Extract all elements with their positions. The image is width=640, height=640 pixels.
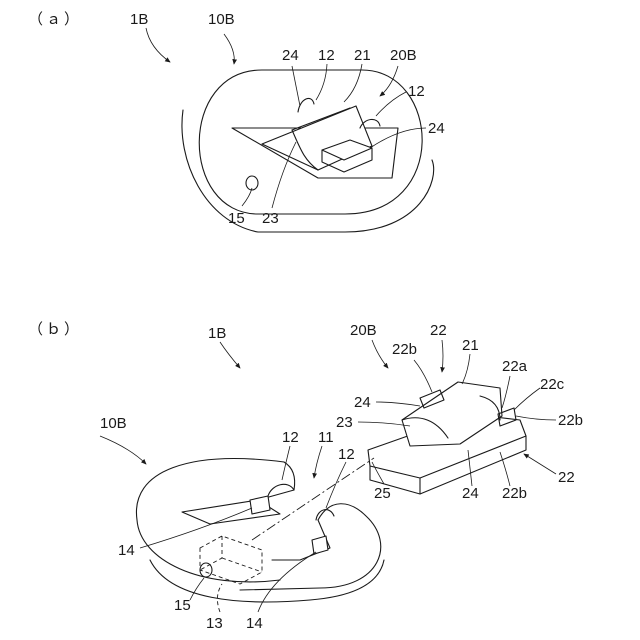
ref-24-top-a: 24 — [282, 47, 299, 64]
ref-10B-a: 10B — [208, 11, 235, 28]
panel-b: （ｂ） — [28, 320, 583, 632]
ref-22-top-b: 22 — [430, 322, 447, 339]
ref-22b-top-b: 22b — [392, 341, 417, 358]
arrow-1B-b — [220, 342, 240, 368]
ref-12-right-a: 12 — [408, 83, 425, 100]
leader-24-top-a — [292, 66, 300, 106]
block-20B-a — [262, 106, 372, 170]
leader-22a-b — [502, 376, 510, 408]
ref-10B-b: 10B — [100, 415, 127, 432]
ref-22c-b: 22c — [540, 376, 565, 393]
leader-24-left-b — [376, 402, 420, 406]
ref-24-left-b: 24 — [354, 394, 371, 411]
protrusion-12-top-a — [298, 98, 314, 112]
ref-22a-b: 22a — [502, 358, 528, 375]
leader-23-b — [358, 422, 410, 426]
leader-22b-top-b — [414, 360, 432, 392]
ref-11-b: 11 — [318, 429, 334, 446]
panel-a: （ａ） 1B 10B 24 12 21 20B — [28, 10, 445, 232]
arrow-10B-b — [100, 436, 146, 464]
ref-14-left-b: 14 — [118, 542, 135, 559]
ref-22b-right-b: 22b — [558, 412, 583, 429]
ref-12-mid-b: 12 — [338, 446, 355, 463]
leader-14-left-b — [140, 508, 252, 548]
ref-15-b: 15 — [174, 597, 191, 614]
ref-24-bottom-b: 24 — [462, 485, 479, 502]
hidden-member-13-b — [200, 536, 262, 584]
ref-12-top-a: 12 — [318, 47, 335, 64]
ref-1B-b: 1B — [208, 325, 226, 342]
ref-13-b: 13 — [206, 615, 223, 632]
panel-a-label: （ａ） — [28, 10, 82, 28]
ref-23-a: 23 — [262, 210, 279, 227]
ref-25-b: 25 — [374, 485, 391, 502]
arrow-20B-b — [372, 340, 388, 368]
panel-b-label: （ｂ） — [28, 320, 82, 338]
leader-12-mid-b — [326, 462, 346, 508]
leader-22b-right-b — [516, 416, 556, 420]
arrow-22-right-b — [524, 454, 556, 474]
hole-15-b — [200, 563, 212, 577]
ref-1B-a: 1B — [130, 11, 148, 28]
arrow-22-top-b — [442, 340, 443, 372]
slot-14-right-b — [312, 536, 328, 554]
leader-15-b — [190, 578, 204, 600]
ref-22b-bottom-b: 22b — [502, 485, 527, 502]
ref-23-b: 23 — [336, 414, 353, 431]
ref-21-a: 21 — [354, 47, 371, 64]
leader-14-bottom-b — [258, 552, 316, 612]
slot-14-left-b — [250, 496, 270, 514]
ref-14-bottom-b: 14 — [246, 615, 263, 632]
ref-21-b: 21 — [462, 337, 479, 354]
ref-24-right-a: 24 — [428, 120, 445, 137]
leader-12-left-b — [282, 446, 290, 480]
leader-22c-b — [514, 388, 540, 410]
ref-20B-a: 20B — [390, 47, 417, 64]
arrow-10B-a — [224, 34, 234, 64]
ref-22-right-b: 22 — [558, 469, 575, 486]
hole-15-a — [246, 176, 258, 190]
leader-12-top-a — [316, 64, 327, 100]
arrow-1B-a — [146, 28, 170, 62]
leader-15-a — [242, 188, 252, 206]
link-half-left-top-b — [258, 462, 295, 500]
assembly-axis-b — [252, 458, 374, 540]
leader-21-b — [462, 354, 470, 384]
ref-20B-b: 20B — [350, 322, 377, 339]
ref-15-a: 15 — [228, 210, 245, 227]
protrusion-12-left-b — [268, 484, 294, 496]
ref-12-left-b: 12 — [282, 429, 299, 446]
arrow-11-b — [314, 446, 322, 478]
